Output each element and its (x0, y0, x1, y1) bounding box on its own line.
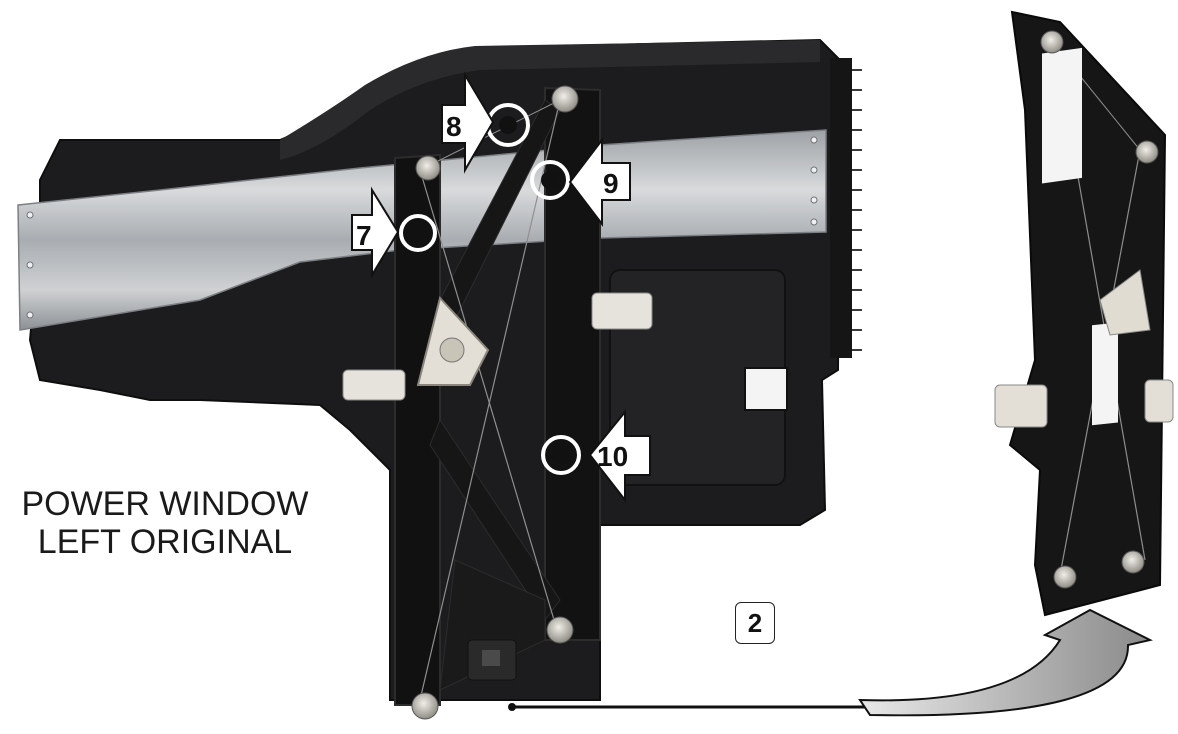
callout-10-arrow (588, 409, 651, 503)
callout-8-label: 8 (446, 111, 462, 142)
callout-10-circle (541, 435, 581, 475)
callout-9-arrow (568, 137, 631, 227)
glass-clip-right (591, 292, 653, 330)
caption-line-2: LEFT ORIGINAL (37, 523, 293, 561)
edge-seal-strip (830, 58, 852, 358)
callout-markers: 7 8 9 10 (351, 71, 651, 503)
figure-caption: POWER WINDOW LEFT ORIGINAL (0, 485, 330, 561)
caption-line-1: POWER WINDOW (21, 485, 309, 523)
glass-clip-left (342, 369, 406, 401)
removed-regulator (994, 10, 1174, 617)
callout-9-circle (530, 160, 570, 200)
removal-direction-arrow (508, 608, 1153, 717)
callout-7-arrow (351, 186, 400, 279)
callout-7-label: 7 (356, 220, 372, 251)
callout-8-arrow (441, 71, 495, 174)
callout-7-circle (399, 214, 437, 252)
callout-10-label: 10 (597, 441, 628, 472)
step-number-badge: 2 (735, 602, 775, 644)
callout-9-label: 9 (603, 168, 619, 199)
